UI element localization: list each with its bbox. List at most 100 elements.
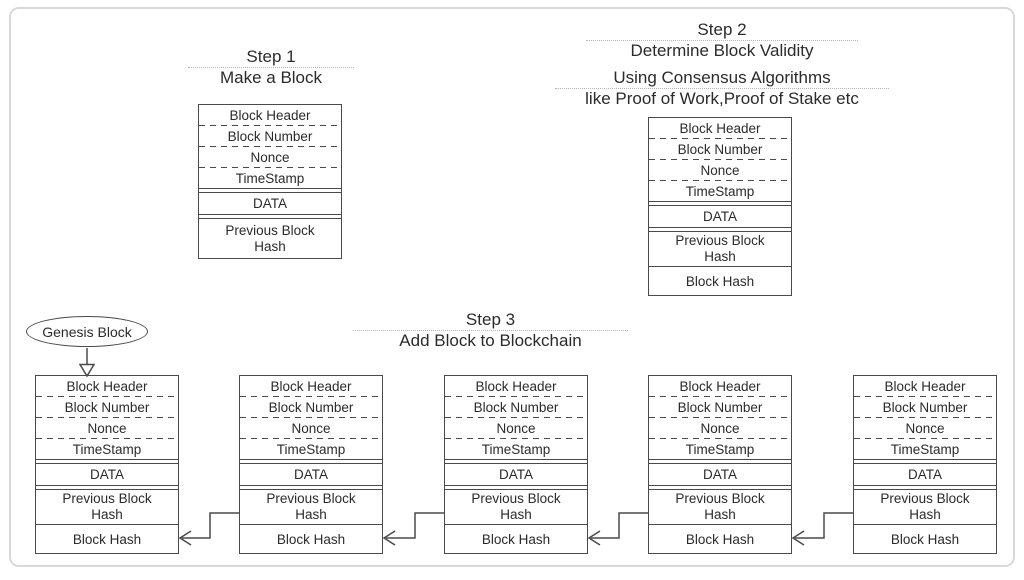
genesis-block-ellipse: Genesis Block <box>26 316 148 347</box>
block-number-label: Block Number <box>677 400 763 415</box>
nonce-row: Nonce <box>649 418 791 439</box>
data-row: DATA <box>199 193 341 215</box>
block-number-label: Block Number <box>473 400 559 415</box>
timestamp-label: TimeStamp <box>685 441 755 457</box>
block-number-label: Block Number <box>227 129 313 144</box>
double-line-separator <box>36 460 178 464</box>
previous-block-hash-row: Previous Block Hash <box>240 490 382 525</box>
double-line-separator <box>649 460 791 464</box>
previous-block-hash-row: Previous Block Hash <box>649 232 791 267</box>
block-hash-label: Block Hash <box>685 273 755 289</box>
nonce-row: Nonce <box>445 418 587 439</box>
double-line-separator <box>199 189 341 193</box>
chain-block-3: Block Header Block Number Nonce TimeStam… <box>444 375 588 554</box>
block-hash-label: Block Hash <box>685 531 755 547</box>
previous-block-hash-row: Previous Block Hash <box>649 490 791 525</box>
timestamp-label: TimeStamp <box>890 441 960 457</box>
timestamp-row: TimeStamp <box>240 439 382 460</box>
block-hash-label: Block Hash <box>890 531 960 547</box>
nonce-label: Nonce <box>700 163 740 178</box>
data-row: DATA <box>854 464 996 486</box>
block-structure: Block Header Block Number Nonce TimeStam… <box>239 375 383 554</box>
double-line-separator <box>854 460 996 464</box>
step3-title: Step 3 <box>353 310 628 331</box>
block-structure: Block Header Block Number Nonce TimeStam… <box>648 375 792 554</box>
block-hash-label: Block Hash <box>72 531 142 547</box>
timestamp-label: TimeStamp <box>685 183 755 199</box>
timestamp-label: TimeStamp <box>276 441 346 457</box>
block-number-row: Block Number <box>36 397 178 418</box>
step1-block: Block Header Block Number Nonce TimeStam… <box>198 104 342 259</box>
timestamp-row: TimeStamp <box>199 168 341 189</box>
double-line-separator <box>445 460 587 464</box>
block-number-label: Block Number <box>64 400 150 415</box>
block-number-row: Block Number <box>199 126 341 147</box>
block-header-row: Block Header <box>240 376 382 397</box>
step2-title: Step 2 <box>586 20 858 41</box>
block-hash-label: Block Hash <box>481 531 551 547</box>
nonce-row: Nonce <box>240 418 382 439</box>
block-number-row: Block Number <box>649 139 791 160</box>
step1-title-group: Step 1 Make a Block <box>188 47 354 87</box>
nonce-row: Nonce <box>199 147 341 168</box>
block-hash-label: Block Hash <box>276 531 346 547</box>
block-hash-row: Block Hash <box>649 525 791 553</box>
double-line-separator <box>36 486 178 490</box>
previous-block-hash-label: Previous Block Hash <box>62 491 152 522</box>
step2-title-group: Step 2 Determine Block Validity Using Co… <box>535 20 909 108</box>
previous-block-hash-row: Previous Block Hash <box>854 490 996 525</box>
previous-block-hash-label: Previous Block Hash <box>880 491 970 522</box>
data-label: DATA <box>498 467 533 482</box>
previous-block-hash-row: Previous Block Hash <box>445 490 587 525</box>
block-hash-row: Block Hash <box>36 525 178 553</box>
double-line-separator <box>199 215 341 219</box>
chain-block-5: Block Header Block Number Nonce TimeStam… <box>853 375 997 554</box>
block-number-label: Block Number <box>882 400 968 415</box>
block-structure: Block Header Block Number Nonce TimeStam… <box>648 117 792 296</box>
page-border <box>9 7 1015 567</box>
nonce-label: Nonce <box>291 421 331 436</box>
previous-block-hash-label: Previous Block Hash <box>675 491 765 522</box>
genesis-block-label: Genesis Block <box>42 323 132 340</box>
nonce-label: Nonce <box>700 421 740 436</box>
data-row: DATA <box>445 464 587 486</box>
block-hash-row: Block Hash <box>240 525 382 553</box>
double-line-separator <box>240 460 382 464</box>
double-line-separator <box>445 486 587 490</box>
block-hash-row: Block Hash <box>649 267 791 295</box>
step1-title: Step 1 <box>188 47 354 68</box>
block-hash-row: Block Hash <box>445 525 587 553</box>
previous-block-hash-row: Previous Block Hash <box>199 219 341 258</box>
block-structure: Block Header Block Number Nonce TimeStam… <box>853 375 997 554</box>
previous-block-hash-label: Previous Block Hash <box>225 222 315 254</box>
data-row: DATA <box>240 464 382 486</box>
block-header-label: Block Header <box>679 121 761 136</box>
nonce-label: Nonce <box>905 421 945 436</box>
block-header-row: Block Header <box>445 376 587 397</box>
timestamp-label: TimeStamp <box>481 441 551 457</box>
nonce-label: Nonce <box>87 421 127 436</box>
step3-subtitle: Add Block to Blockchain <box>399 331 582 350</box>
timestamp-label: TimeStamp <box>72 441 142 457</box>
timestamp-row: TimeStamp <box>649 439 791 460</box>
data-label: DATA <box>89 467 124 482</box>
nonce-row: Nonce <box>649 160 791 181</box>
nonce-label: Nonce <box>250 150 290 165</box>
timestamp-row: TimeStamp <box>445 439 587 460</box>
block-header-label: Block Header <box>270 379 352 394</box>
block-number-row: Block Number <box>649 397 791 418</box>
block-header-label: Block Header <box>884 379 966 394</box>
block-structure: Block Header Block Number Nonce TimeStam… <box>198 104 342 259</box>
previous-block-hash-label: Previous Block Hash <box>266 491 356 522</box>
block-header-row: Block Header <box>36 376 178 397</box>
data-label: DATA <box>293 467 328 482</box>
block-header-row: Block Header <box>649 376 791 397</box>
data-row: DATA <box>649 464 791 486</box>
block-header-label: Block Header <box>679 379 761 394</box>
chain-block-1: Block Header Block Number Nonce TimeStam… <box>35 375 179 554</box>
block-structure: Block Header Block Number Nonce TimeStam… <box>444 375 588 554</box>
chain-block-2: Block Header Block Number Nonce TimeStam… <box>239 375 383 554</box>
block-number-row: Block Number <box>854 397 996 418</box>
nonce-row: Nonce <box>854 418 996 439</box>
